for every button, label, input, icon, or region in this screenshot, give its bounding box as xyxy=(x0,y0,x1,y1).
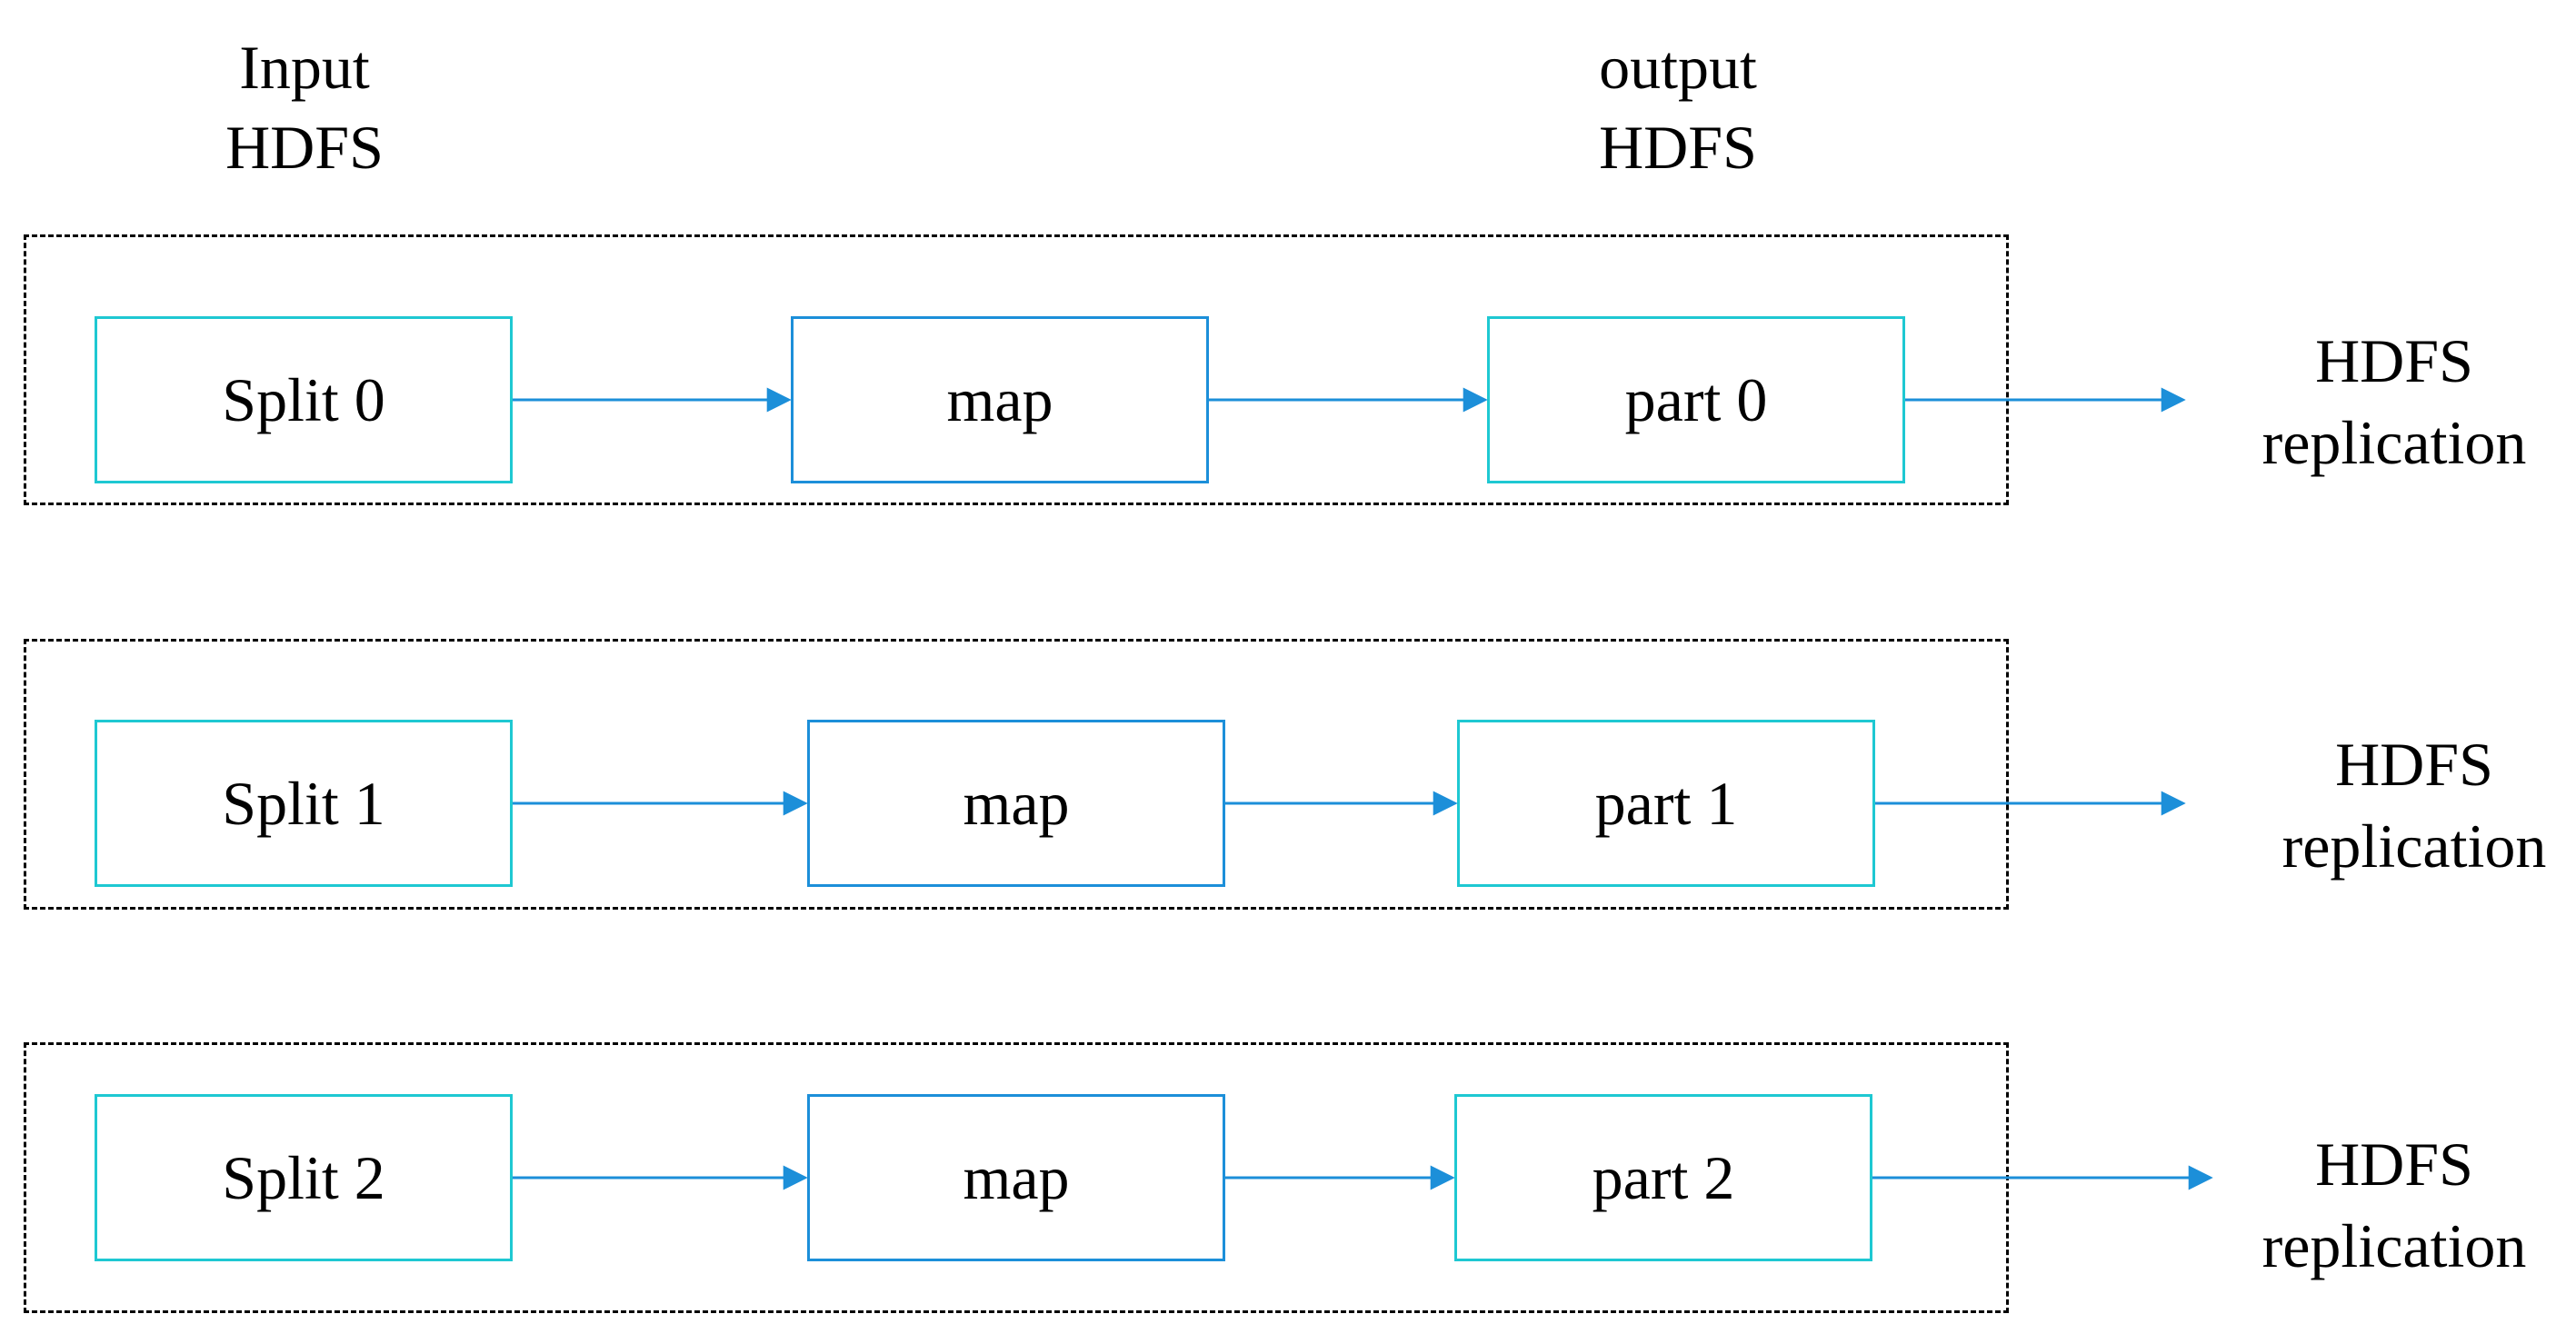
dest-line1: HDFS xyxy=(2315,1130,2473,1199)
map-label: map xyxy=(963,768,1070,838)
part-box: part 0 xyxy=(1487,316,1905,483)
input-hdfs-header: Input HDFS xyxy=(123,27,486,187)
map-box: map xyxy=(807,1094,1225,1261)
output-header-line2: HDFS xyxy=(1599,113,1757,182)
input-header-line2: HDFS xyxy=(225,113,384,182)
map-box: map xyxy=(791,316,1209,483)
split-label: Split 2 xyxy=(222,1142,385,1212)
pipeline-group-0 xyxy=(24,234,2009,505)
dest-line2: replication xyxy=(2281,811,2547,881)
dest-line1: HDFS xyxy=(2315,326,2473,395)
map-label: map xyxy=(946,364,1053,434)
pipeline-group-1 xyxy=(24,639,2009,910)
split-label: Split 0 xyxy=(222,364,385,434)
split-label: Split 1 xyxy=(222,768,385,838)
part-box: part 2 xyxy=(1454,1094,1872,1261)
map-box: map xyxy=(807,720,1225,887)
output-hdfs-header: output HDFS xyxy=(1496,27,1860,187)
input-header-line1: Input xyxy=(239,33,370,102)
part-label: part 2 xyxy=(1592,1142,1735,1212)
output-header-line1: output xyxy=(1599,33,1757,102)
hdfs-replication-label: HDFS replication xyxy=(2223,723,2576,887)
dest-line1: HDFS xyxy=(2335,730,2493,799)
hdfs-replication-label: HDFS replication xyxy=(2203,320,2576,483)
dest-line2: replication xyxy=(2261,408,2527,477)
hdfs-replication-label: HDFS replication xyxy=(2203,1123,2576,1287)
split-box: Split 0 xyxy=(95,316,513,483)
split-box: Split 1 xyxy=(95,720,513,887)
part-label: part 0 xyxy=(1624,364,1768,434)
part-label: part 1 xyxy=(1594,768,1738,838)
split-box: Split 2 xyxy=(95,1094,513,1261)
part-box: part 1 xyxy=(1457,720,1875,887)
dest-line2: replication xyxy=(2261,1211,2527,1280)
map-label: map xyxy=(963,1142,1070,1212)
